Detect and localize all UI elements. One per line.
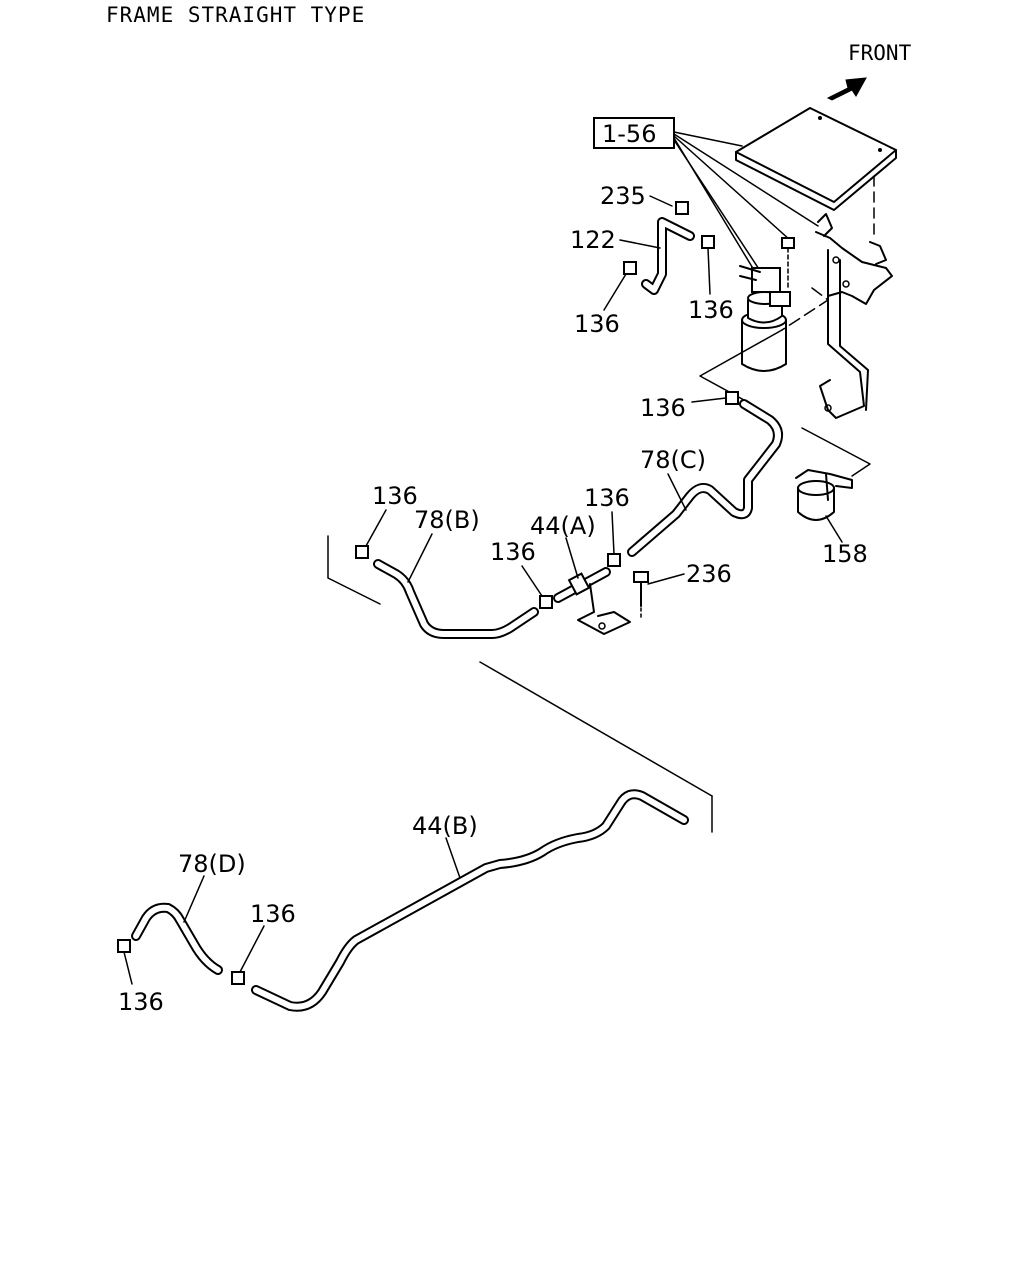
dashed-link-a: [781, 287, 829, 331]
clamp-158[interactable]: [795, 469, 853, 521]
callout-136-a: 136: [574, 310, 620, 338]
callout-136-b: 136: [688, 296, 734, 324]
callout-44b: 44(B): [412, 812, 478, 840]
dashed-link-c: [801, 427, 871, 477]
leader-44b: [445, 837, 461, 879]
callout-136-c: 136: [640, 394, 686, 422]
callout-78c: 78(C): [640, 446, 706, 474]
callout-122: 122: [570, 226, 616, 254]
leader-158: [825, 515, 843, 543]
cap-235[interactable]: [675, 201, 689, 215]
hose-clip-icon[interactable]: [355, 545, 621, 609]
front-label: FRONT: [848, 41, 912, 65]
hose-122[interactable]: [641, 217, 695, 295]
leader-78b: [407, 533, 433, 583]
callout-136-e: 136: [490, 538, 536, 566]
leader-44a: [565, 537, 579, 579]
leader-136-e: [521, 565, 543, 597]
leader-136-d: [365, 509, 387, 547]
canister[interactable]: [739, 265, 791, 372]
leader-136-a: [603, 273, 627, 311]
leader-136-h: [123, 951, 133, 985]
callout-136-d: 136: [372, 482, 418, 510]
callout-78d: 78(D): [178, 850, 246, 878]
bolt-236[interactable]: [633, 571, 649, 621]
pipe-44b[interactable]: [251, 789, 689, 1012]
callout-78b: 78(B): [414, 506, 480, 534]
callout-235: 235: [600, 182, 646, 210]
front-arrow-icon: [826, 77, 867, 101]
diagram-title: FRAME STRAIGHT TYPE: [106, 3, 365, 27]
leader-136-c: [691, 397, 727, 403]
leader-122: [619, 239, 661, 249]
callout-136-f: 136: [584, 484, 630, 512]
leader-136-f: [611, 511, 615, 555]
break-line: [479, 661, 713, 797]
dashed-link-d: [327, 535, 381, 605]
bracket-assembly[interactable]: [815, 213, 893, 419]
hose-clip-icon[interactable]: [117, 939, 245, 985]
reference-box[interactable]: 1-56: [593, 117, 675, 149]
joint-44a[interactable]: [553, 567, 631, 635]
leader-78d: [183, 875, 205, 923]
leader-78c: [667, 473, 687, 511]
leader-236: [647, 573, 685, 585]
hose-clip-icon[interactable]: [623, 235, 739, 405]
leader-136-g: [239, 925, 265, 973]
callout-158: 158: [822, 540, 868, 568]
mounting-plate[interactable]: [735, 107, 897, 241]
callout-136-h: 136: [118, 988, 164, 1016]
callout-44a: 44(A): [530, 512, 596, 540]
leader-136-b: [707, 247, 711, 295]
hose-78c[interactable]: [627, 399, 783, 557]
callout-236: 236: [686, 560, 732, 588]
bolt[interactable]: [781, 237, 795, 291]
hose-78b[interactable]: [373, 559, 539, 639]
callout-136-g: 136: [250, 900, 296, 928]
reference-box-label: 1-56: [602, 120, 656, 148]
hose-78d[interactable]: [131, 902, 223, 975]
leader-235: [649, 195, 673, 207]
